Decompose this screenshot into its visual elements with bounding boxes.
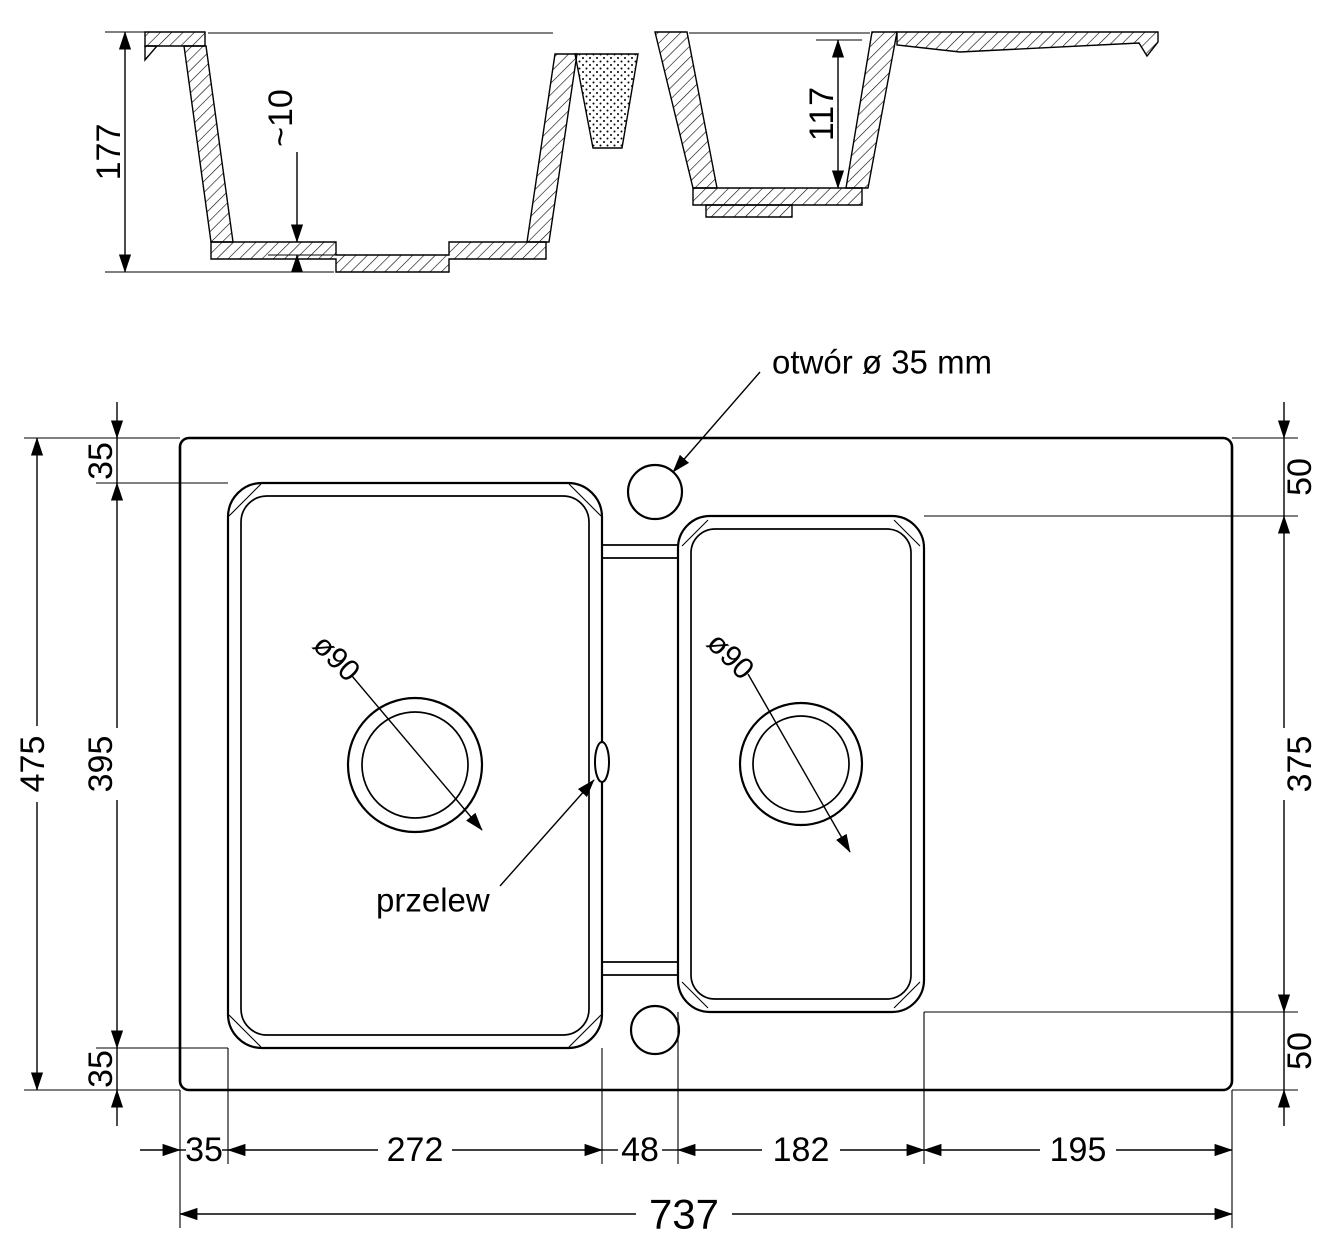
section-right-bowl-recess [705, 204, 793, 218]
sink-outline [178, 436, 1234, 1092]
dim-total-width-value: 737 [649, 1191, 719, 1238]
section-left-rim-flange [144, 31, 206, 47]
dim-drainer-width: 195 [923, 1131, 1233, 1169]
small-bowl-inner [690, 528, 912, 1000]
dim-main-bowl-width-value: 272 [387, 1131, 444, 1169]
dim-bottom-left-margin-value: 35 [185, 1131, 223, 1169]
dim-divider-width: 48 [602, 1131, 678, 1169]
dim-small-bowl-width: 182 [677, 1131, 925, 1169]
dim-small-bowl-width-value: 182 [773, 1131, 830, 1169]
dim-step-value: ~10 [262, 89, 300, 147]
dim-small-bowl-height: 375 [924, 515, 1319, 1013]
dim-divider-width-value: 48 [621, 1131, 659, 1169]
dim-small-bowl-height-value: 375 [1281, 736, 1319, 793]
main-bowl-corner-ticks [228, 483, 602, 1048]
dim-left-margin-top: 35 [82, 402, 228, 484]
tap-hole-label: otwór ø 35 mm [772, 344, 992, 381]
main-drain-label: ø90 [306, 628, 366, 688]
main-bowl-inner [240, 495, 590, 1036]
plan-view: otwór ø 35 mm ø90 ø90 przelew [14, 344, 1319, 1238]
section-right-bowl-bottom [692, 187, 863, 206]
main-bowl-drain: ø90 [306, 628, 484, 834]
dim-right-margin-bottom: 50 [1232, 1012, 1319, 1126]
section-left-bowl-left-wall [183, 45, 234, 243]
dim-right-margin-top: 50 [924, 402, 1319, 517]
rear-hole [629, 1004, 681, 1056]
dim-main-bowl-width: 272 [227, 1131, 603, 1169]
small-drain-label: ø90 [700, 626, 760, 686]
section-left-bowl-bottom [210, 241, 547, 273]
section-view: 177 ~10 117 [90, 31, 1159, 273]
dim-total-height-value: 475 [14, 736, 52, 793]
overflow-callout: przelew [376, 741, 610, 919]
tap-hole-callout: otwór ø 35 mm [672, 344, 992, 473]
dim-total-height: 475 [14, 437, 180, 1091]
dim-step: ~10 [262, 89, 344, 273]
dim-right-margin-bottom-value: 50 [1281, 1032, 1319, 1070]
dim-right-margin-top-value: 50 [1281, 458, 1319, 496]
main-bowl-outer [226, 481, 604, 1050]
dim-drainer-width-value: 195 [1050, 1131, 1107, 1169]
section-divider-stipple [574, 53, 639, 149]
small-bowl-corner-ticks [681, 519, 921, 1009]
dim-depth-small: 117 [803, 39, 862, 189]
dim-bowl-height: 395 [82, 482, 228, 1049]
section-left-rim-lip [144, 45, 159, 62]
dim-bowl-height-value: 395 [82, 736, 120, 793]
dim-depth-small-value: 117 [803, 87, 841, 141]
section-right-bowl-right-wall [845, 31, 898, 189]
dim-left-margin-top-value: 35 [82, 442, 120, 480]
tap-hole [626, 463, 684, 521]
dim-depth-main-value: 177 [90, 124, 128, 181]
section-left-bowl-right-wall [526, 53, 578, 243]
bottom-dimension-chain: 35 272 48 182 195 [140, 1012, 1233, 1238]
section-right-bowl-left-wall [654, 31, 718, 189]
dim-depth-main: 177 [90, 31, 334, 273]
dim-bottom-left-margin: 35 [140, 1131, 228, 1169]
bowl-divider-channel [602, 544, 678, 976]
dim-total-width: 737 [179, 1191, 1233, 1238]
overflow-label: przelew [376, 882, 490, 919]
overflow-slot [594, 741, 610, 783]
small-bowl-drain: ø90 [700, 626, 864, 853]
small-bowl-outer [676, 514, 926, 1014]
dim-left-margin-bottom-value: 35 [82, 1050, 120, 1088]
section-drainer-deck [896, 31, 1159, 58]
dim-left-margin-bottom: 35 [82, 1048, 124, 1126]
